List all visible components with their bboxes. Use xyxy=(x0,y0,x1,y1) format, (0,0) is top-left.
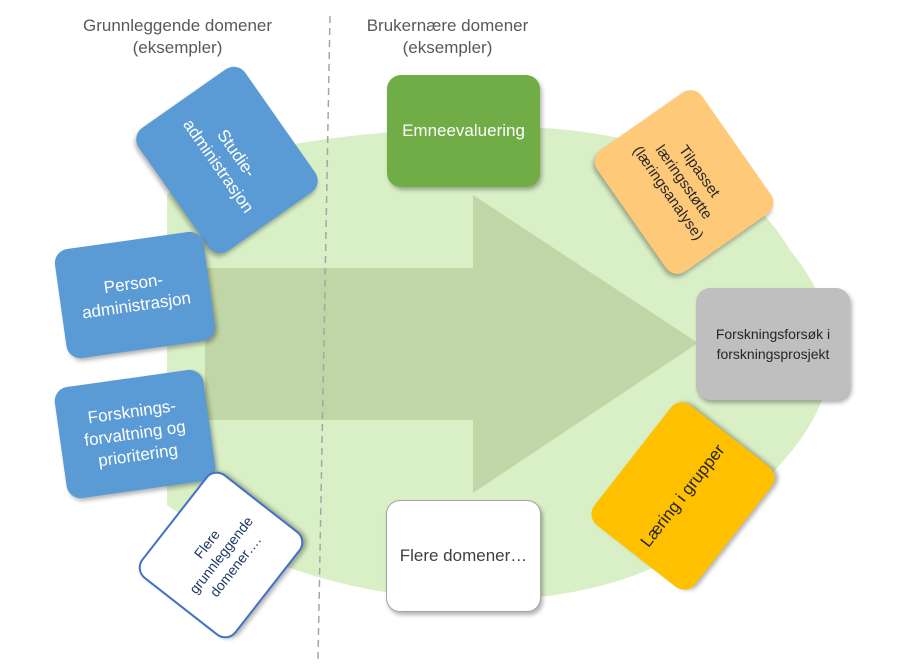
heading-user-domains: Brukernære domener (eksempler) xyxy=(330,15,565,59)
domain-label: Emneevaluering xyxy=(402,121,525,140)
flow-arrow xyxy=(205,195,698,493)
domain-forskningsforvaltning: Forsknings- forvaltning og prioritering xyxy=(52,368,218,500)
domain-flere-domener: Flere domener… xyxy=(386,500,541,612)
domain-label: Studie- administrasjon xyxy=(179,115,260,217)
domain-label: Flere domener… xyxy=(399,546,528,565)
domain-label: Person- administrasjon xyxy=(80,270,193,323)
domain-label: Tilpasset læringsstøtte (læringsanalyse) xyxy=(629,141,724,244)
domain-emneevaluering: Emneevaluering xyxy=(387,75,540,187)
domain-forskningsforsok: Forskningsforsøk i forskningsprosjekt xyxy=(696,288,850,400)
heading-basic-domains: Grunnleggende domener (eksempler) xyxy=(40,15,315,59)
domain-label: Flere grunnleggende domener…. xyxy=(185,513,265,600)
domain-label: Forsknings- forvaltning og prioritering xyxy=(83,396,187,471)
domain-personadministrasjon: Person- administrasjon xyxy=(53,230,217,360)
heading-user-domains-text: Brukernære domener (eksempler) xyxy=(366,16,529,57)
domain-label: Læring i grupper xyxy=(636,440,729,551)
domain-label: Forskningsforsøk i forskningsprosjekt xyxy=(715,326,831,362)
heading-basic-domains-text: Grunnleggende domener (eksempler) xyxy=(82,16,273,57)
